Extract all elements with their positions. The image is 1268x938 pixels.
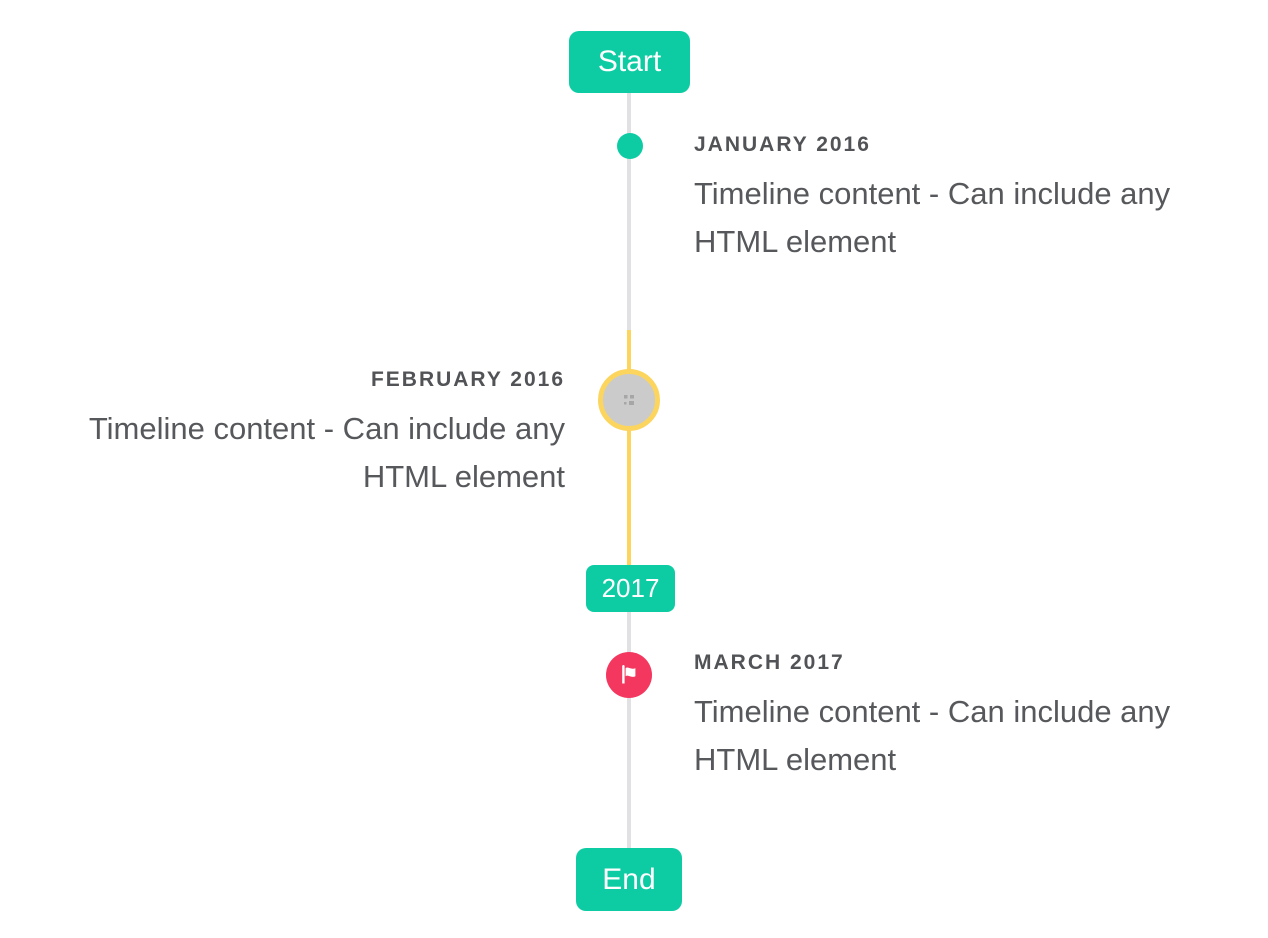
timeline-end-badge: End <box>576 848 682 911</box>
timeline-entry-january-2016: JANUARY 2016 Timeline content - Can incl… <box>694 133 1224 266</box>
timeline-start-badge: Start <box>569 31 690 93</box>
timeline-image-marker <box>598 369 660 431</box>
entry-content-text: Timeline content - Can include any HTML … <box>694 176 1171 259</box>
entry-date-label: MARCH 2017 <box>694 651 845 674</box>
flag-icon <box>622 665 636 684</box>
entry-date-label: JANUARY 2016 <box>694 133 871 156</box>
entry-date-label: FEBRUARY 2016 <box>370 368 565 391</box>
entry-content-text: Timeline content - Can include any HTML … <box>88 411 565 494</box>
timeline-year-badge-2017: 2017 <box>586 565 675 612</box>
timeline-dot-marker <box>617 133 643 159</box>
timeline-entry-march-2017: MARCH 2017 Timeline content - Can includ… <box>694 651 1224 784</box>
timeline-flag-marker <box>606 652 652 698</box>
broken-image-icon <box>624 394 634 405</box>
timeline-entry-february-2016: FEBRUARY 2016 Timeline content - Can inc… <box>37 368 565 501</box>
timeline-line-highlight-segment <box>627 330 631 565</box>
entry-content-text: Timeline content - Can include any HTML … <box>694 694 1171 777</box>
